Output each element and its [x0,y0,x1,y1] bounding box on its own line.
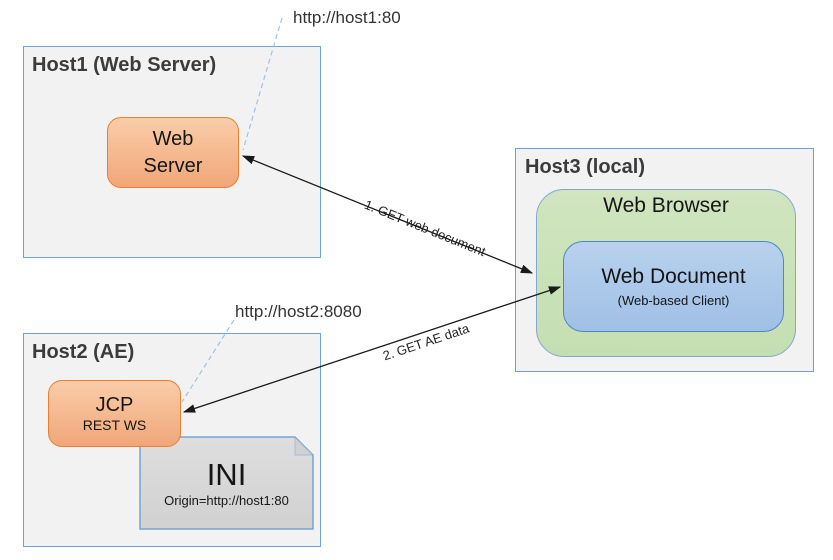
jcp-title: JCP [95,393,134,416]
url-label-host1: http://host1:80 [293,8,401,27]
web-document-subtitle: (Web-based Client) [617,292,730,308]
jcp-subtitle: REST WS [82,416,147,433]
web-browser-title: Web Browser [603,194,729,217]
arrow2-label: 2. GET AE data [380,320,472,364]
ini-node: INI Origin=http://host1:80 [139,436,314,530]
web-server-node: Web Server [107,117,239,188]
ini-title: INI [206,456,247,492]
ini-shape [139,436,314,530]
ini-subtitle: Origin=http://host1:80 [164,492,289,508]
arrow1-label: 1. GET web document [362,196,488,260]
url-label-host2: http://host2:8080 [235,302,362,321]
host3-title: Host3 (local) [525,156,646,178]
host2-title: Host2 (AE) [32,341,135,363]
jcp-node: JCP REST WS [48,380,181,447]
web-document-title: Web Document [601,265,746,289]
web-document-node: Web Document (Web-based Client) [563,241,784,332]
host1-title: Host1 (Web Server) [32,54,217,76]
web-browser-node: Web Browser Web Document (Web-based Clie… [536,189,796,357]
